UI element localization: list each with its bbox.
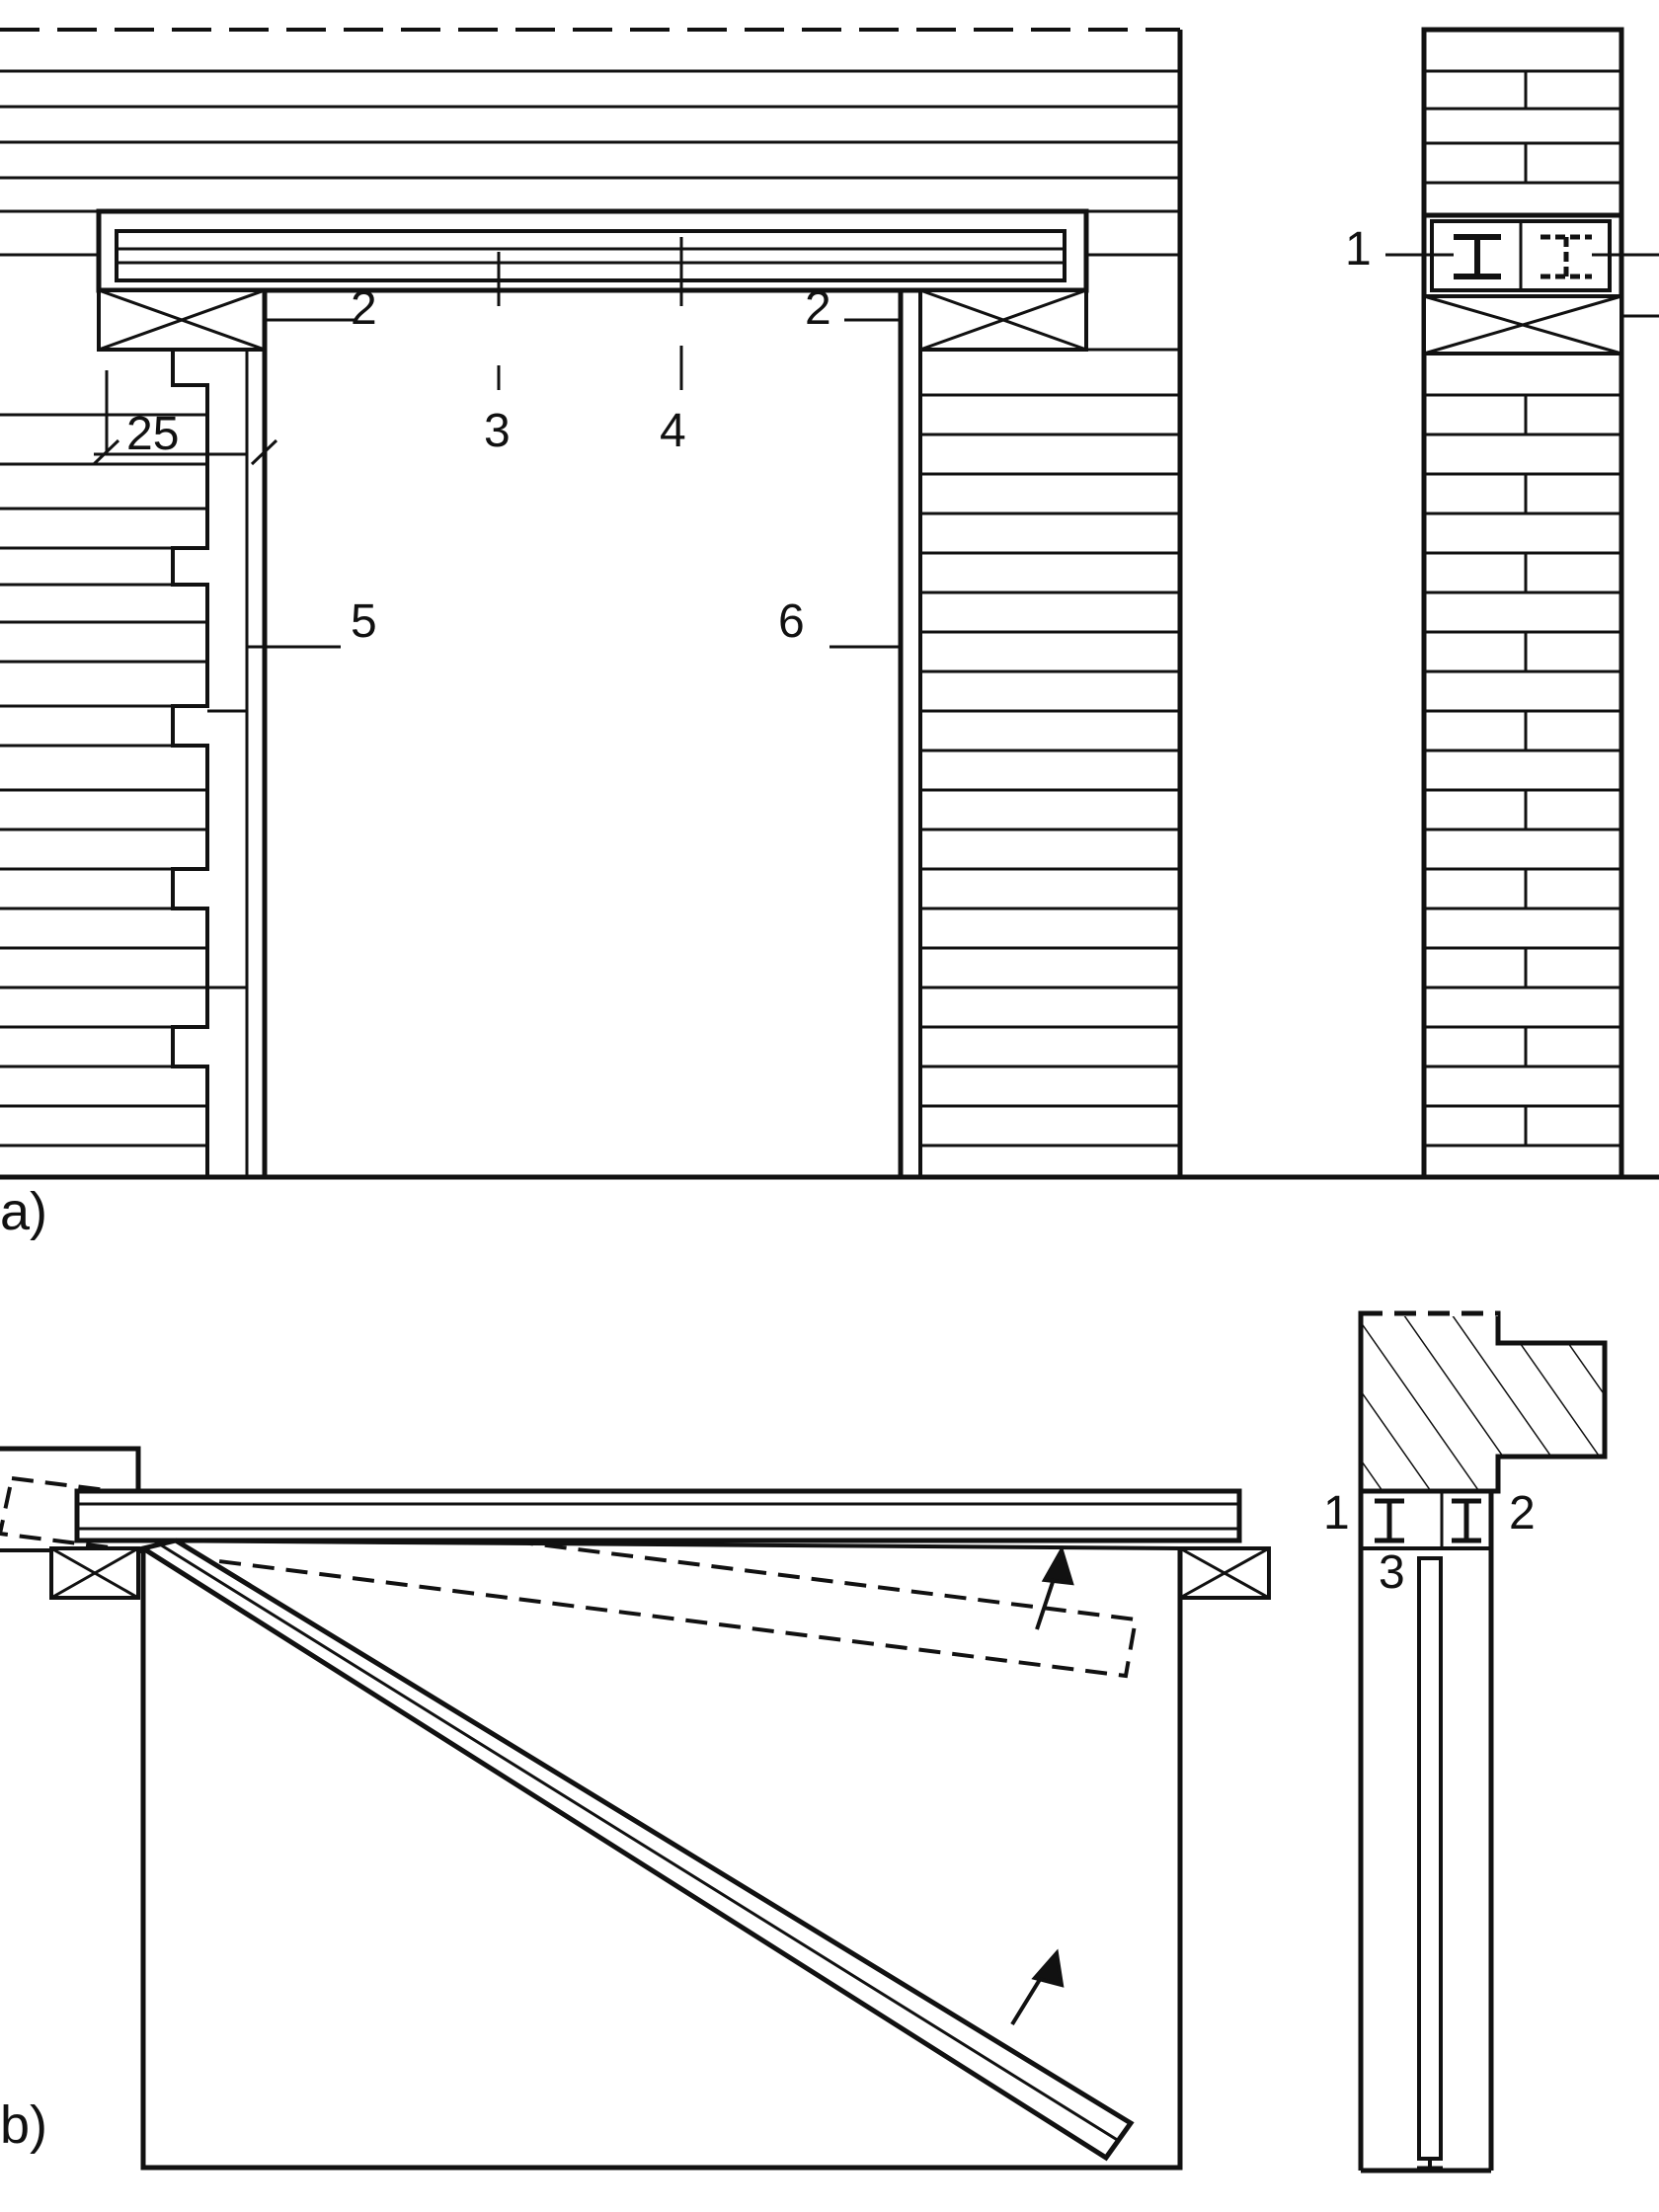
callout-2-right: 2: [805, 282, 831, 335]
section-a-callout-1: 1: [1345, 223, 1372, 276]
i-beam-b-left: [1375, 1498, 1404, 1543]
section-b-callout-1: 1: [1323, 1487, 1350, 1540]
figure-b-section: 1 2 3: [1323, 1310, 1608, 2173]
callout-5: 5: [351, 595, 377, 648]
rotation-arrow-upper: [1035, 1544, 1074, 1630]
door-leaf-section: [1417, 1556, 1443, 2161]
leader-lines: [92, 237, 899, 649]
i-beam-right: [1540, 234, 1592, 279]
lintel-b: [74, 1488, 1242, 1543]
figure-a-section: 1: [1345, 27, 1659, 1180]
callout-4: 4: [660, 405, 686, 457]
figure-a-label: a): [0, 1182, 47, 1241]
dimension-25: 25: [126, 408, 179, 460]
bearing-block-right: [918, 288, 1088, 352]
bearing-block-left: [97, 288, 267, 352]
callout-2-left: 2: [351, 282, 377, 335]
lintel-beam: [115, 229, 1066, 282]
wall-top-courses: [0, 69, 1180, 257]
rotation-arrow-lower: [1010, 1948, 1065, 2026]
figure-a-elevation: 2 2 3 4 5 6 25 a): [0, 28, 1659, 1241]
i-beam-left: [1454, 234, 1501, 279]
figure-b-elevation: b): [0, 1446, 1271, 2171]
i-beam-b-right: [1452, 1498, 1481, 1543]
section-b-callout-2: 2: [1509, 1487, 1536, 1540]
section-b-callout-3: 3: [1379, 1546, 1405, 1599]
wall-right: [898, 290, 1180, 1177]
wall-left: [0, 290, 268, 1177]
figure-b-label: b): [0, 2095, 47, 2155]
callout-6: 6: [778, 595, 805, 648]
callout-3: 3: [484, 405, 511, 457]
